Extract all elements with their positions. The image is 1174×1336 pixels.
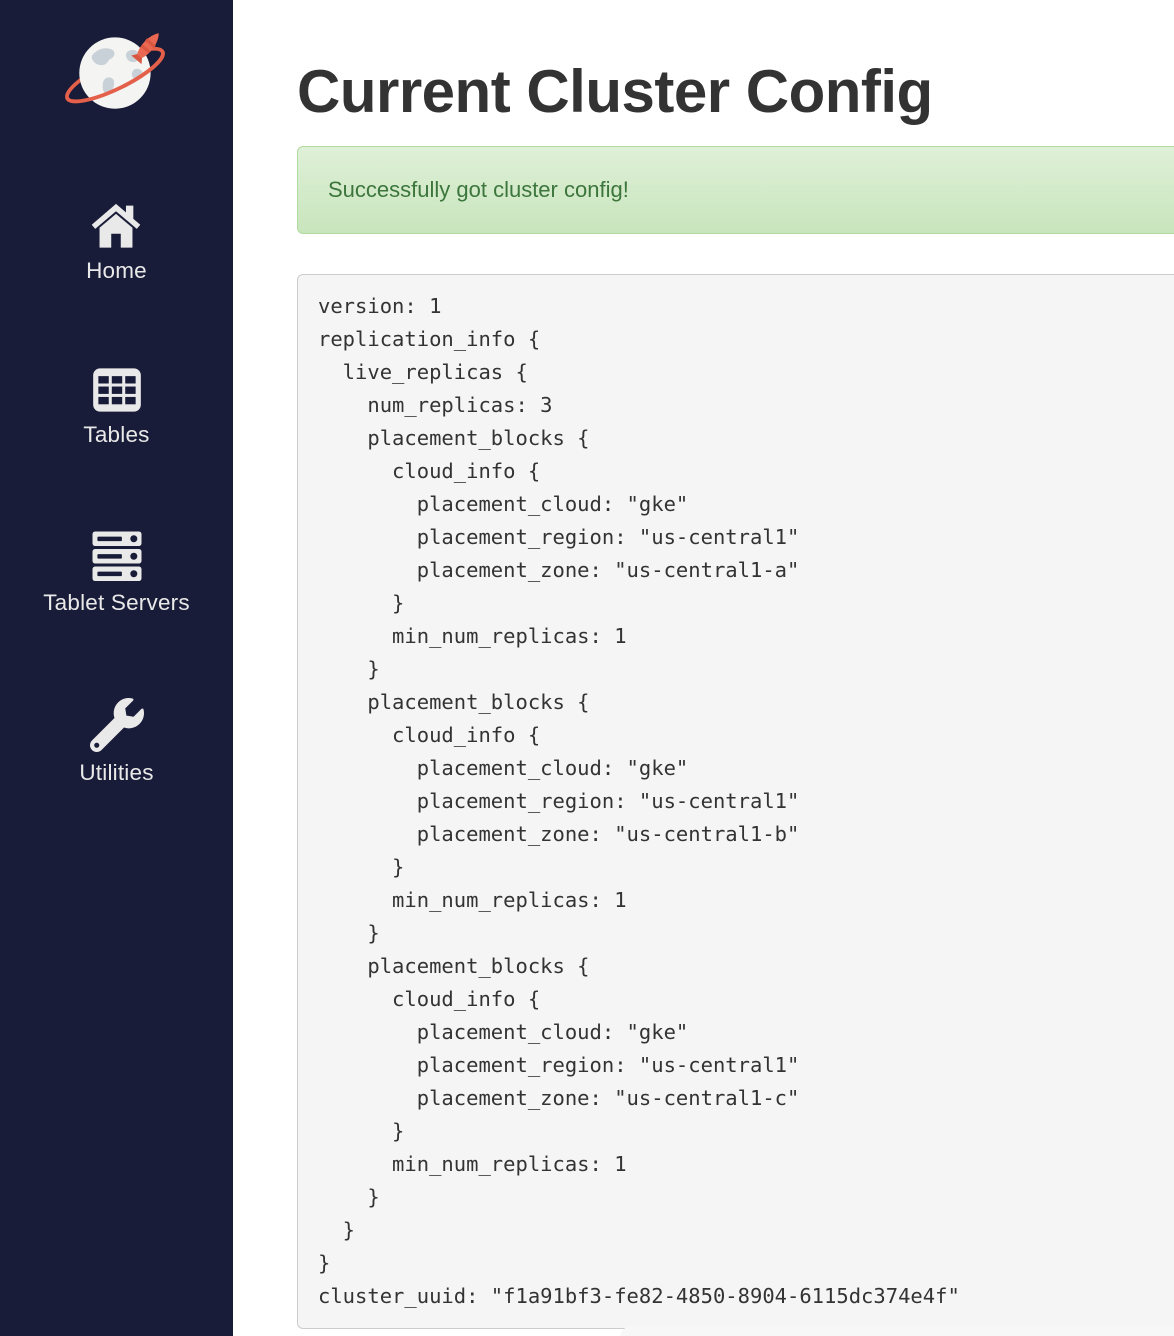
server-stack-icon bbox=[89, 530, 145, 582]
main-content: Current Cluster Config Successfully got … bbox=[233, 0, 1174, 1336]
sidebar-item-label: Utilities bbox=[79, 760, 154, 785]
sidebar-item-tablet-servers[interactable]: Tablet Servers bbox=[43, 530, 190, 616]
home-icon bbox=[90, 202, 142, 250]
cluster-config-output: version: 1 replication_info { live_repli… bbox=[297, 274, 1174, 1330]
alert-message: Successfully got cluster config! bbox=[328, 177, 629, 203]
sidebar-item-label: Tablet Servers bbox=[43, 590, 190, 615]
success-alert: Successfully got cluster config! bbox=[297, 146, 1174, 235]
sidebar-item-home[interactable]: Home bbox=[86, 202, 147, 284]
wrench-icon bbox=[89, 698, 144, 753]
sidebar: Home Tables bbox=[0, 0, 233, 1336]
table-icon bbox=[91, 366, 143, 414]
sidebar-item-tables[interactable]: Tables bbox=[83, 366, 149, 448]
globe-rocket-logo[interactable] bbox=[64, 28, 170, 114]
next-panel-edge bbox=[620, 1326, 1174, 1336]
sidebar-item-utilities[interactable]: Utilities bbox=[79, 698, 153, 786]
sidebar-nav: Home Tables bbox=[43, 202, 190, 868]
sidebar-item-label: Tables bbox=[83, 422, 150, 447]
sidebar-item-label: Home bbox=[86, 258, 147, 283]
page-title: Current Cluster Config bbox=[297, 58, 933, 125]
